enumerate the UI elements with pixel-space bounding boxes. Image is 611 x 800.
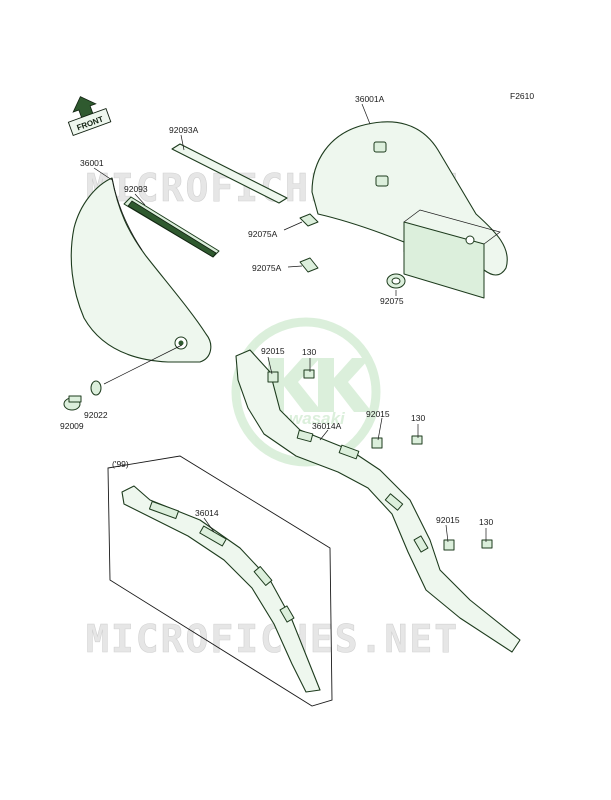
callout-36014a: 36014A bbox=[312, 421, 342, 431]
part-36014a bbox=[235, 349, 521, 653]
part-36014 bbox=[121, 485, 321, 693]
callout-92075: 92075 bbox=[380, 296, 404, 306]
callout-130-middle: 130 bbox=[411, 413, 425, 423]
callout-92015-lower: 92015 bbox=[436, 515, 460, 525]
part-36001a bbox=[311, 121, 508, 299]
callout-92009: 92009 bbox=[60, 421, 84, 431]
front-arrow-icon: FRONT bbox=[67, 96, 112, 137]
part-92009 bbox=[63, 395, 82, 411]
inset-box-99: ('99) bbox=[107, 455, 333, 707]
callout-92093a: 92093A bbox=[169, 125, 199, 135]
callout-36001a: 36001A bbox=[355, 94, 385, 104]
bolt-130-3 bbox=[481, 539, 493, 549]
watermark-bottom: MICROFICHES.NET bbox=[86, 617, 459, 661]
callout-92093: 92093 bbox=[124, 184, 148, 194]
part-92075 bbox=[386, 273, 406, 289]
inset-label: ('99) bbox=[112, 459, 129, 469]
callout-36001: 36001 bbox=[80, 158, 104, 168]
callout-92015-middle: 92015 bbox=[366, 409, 390, 419]
callout-130-upper: 130 bbox=[302, 347, 316, 357]
part-36001 bbox=[70, 177, 212, 363]
part-92093a bbox=[171, 143, 288, 204]
callout-130-lower: 130 bbox=[479, 517, 493, 527]
part-92075a-upper bbox=[299, 213, 319, 227]
callout-36014: 36014 bbox=[195, 508, 219, 518]
bolt-130-1 bbox=[303, 369, 315, 379]
callout-92075a-lower: 92075A bbox=[252, 263, 282, 273]
part-92093 bbox=[123, 196, 220, 258]
callout-92022: 92022 bbox=[84, 410, 108, 420]
figure-code: F2610 bbox=[510, 91, 534, 101]
part-92022 bbox=[90, 380, 102, 396]
bolt-130-2 bbox=[411, 435, 423, 445]
part-92075a-lower bbox=[299, 257, 319, 273]
callout-92075a-upper: 92075A bbox=[248, 229, 278, 239]
callout-92015-upper: 92015 bbox=[261, 346, 285, 356]
